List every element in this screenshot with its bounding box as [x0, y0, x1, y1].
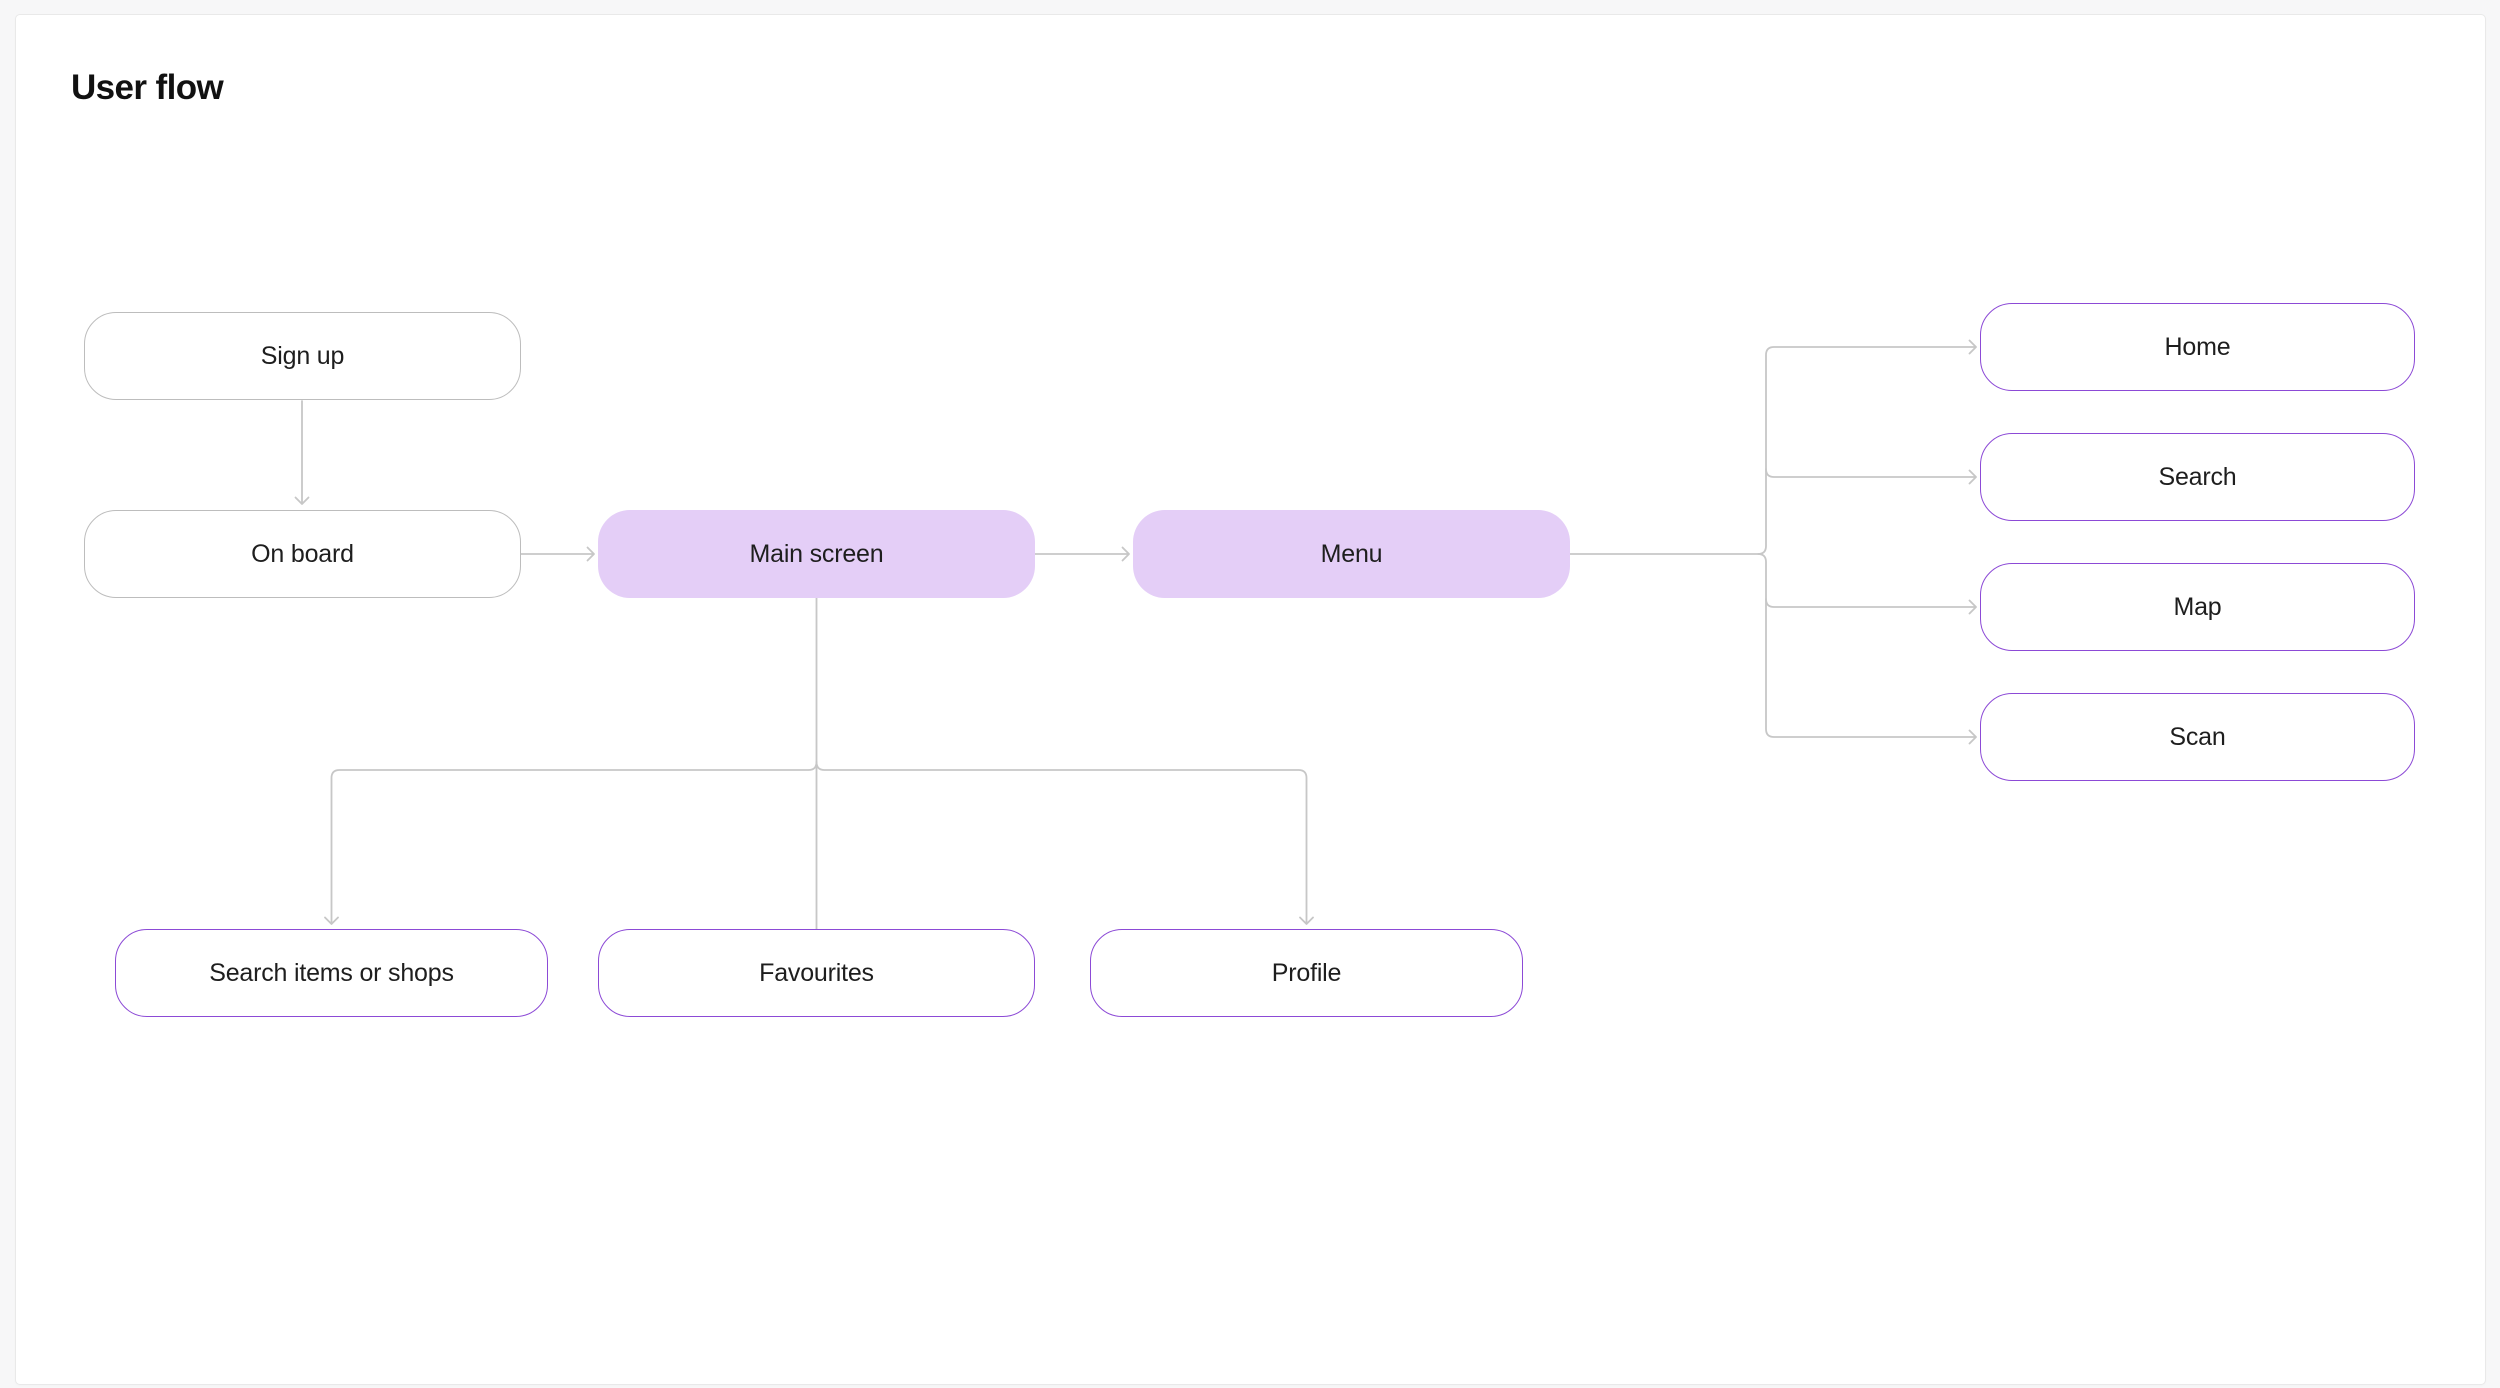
node-main-screen[interactable]: Main screen — [598, 510, 1035, 598]
node-search[interactable]: Search — [1980, 433, 2415, 521]
node-main-screen-label: Main screen — [749, 539, 884, 568]
node-favourites[interactable]: Favourites — [598, 929, 1035, 1017]
node-home[interactable]: Home — [1980, 303, 2415, 391]
node-scan-label: Scan — [2169, 722, 2226, 751]
node-menu-label: Menu — [1320, 539, 1383, 568]
node-sign-up[interactable]: Sign up — [84, 312, 521, 400]
node-search-items-or-shops[interactable]: Search items or shops — [115, 929, 548, 1017]
node-menu[interactable]: Menu — [1133, 510, 1570, 598]
node-on-board-label: On board — [251, 539, 354, 568]
node-map[interactable]: Map — [1980, 563, 2415, 651]
page-title: User flow — [71, 68, 224, 107]
node-map-label: Map — [2173, 592, 2222, 621]
node-search-label: Search — [2158, 462, 2237, 491]
node-profile-label: Profile — [1271, 958, 1342, 987]
node-profile[interactable]: Profile — [1090, 929, 1523, 1017]
node-home-label: Home — [2164, 332, 2231, 361]
node-favourites-label: Favourites — [759, 958, 874, 987]
node-on-board[interactable]: On board — [84, 510, 521, 598]
node-scan[interactable]: Scan — [1980, 693, 2415, 781]
node-sign-up-label: Sign up — [260, 341, 345, 370]
node-search-items-or-shops-label: Search items or shops — [209, 958, 454, 987]
